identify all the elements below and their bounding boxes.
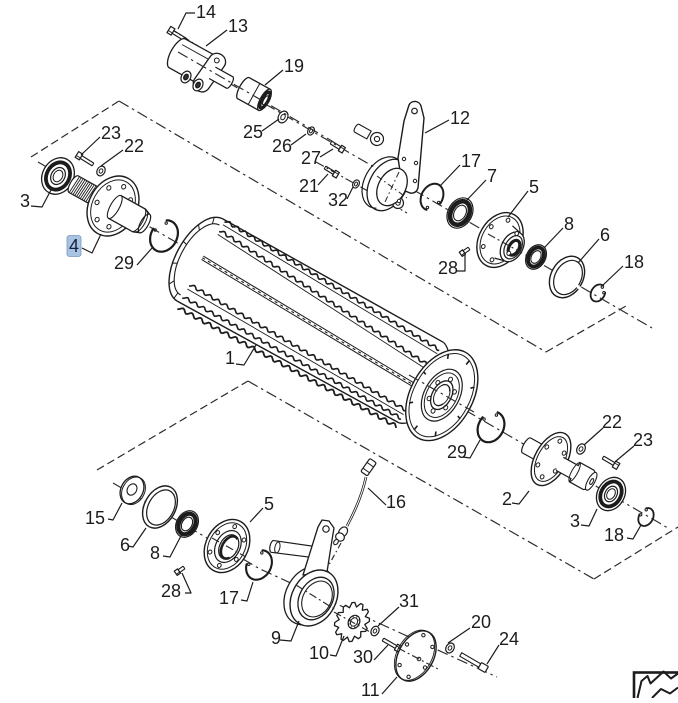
svg-text:24: 24 bbox=[499, 629, 519, 649]
svg-text:28: 28 bbox=[161, 581, 181, 601]
svg-text:5: 5 bbox=[529, 177, 539, 197]
svg-text:17: 17 bbox=[219, 588, 239, 608]
svg-text:16: 16 bbox=[386, 492, 406, 512]
svg-text:22: 22 bbox=[124, 136, 144, 156]
svg-text:10: 10 bbox=[309, 643, 329, 663]
svg-text:5: 5 bbox=[264, 494, 274, 514]
svg-text:30: 30 bbox=[353, 647, 373, 667]
svg-text:6: 6 bbox=[600, 225, 610, 245]
svg-text:2: 2 bbox=[502, 489, 512, 509]
svg-text:29: 29 bbox=[114, 253, 134, 273]
svg-text:7: 7 bbox=[487, 166, 497, 186]
svg-text:8: 8 bbox=[150, 543, 160, 563]
svg-text:18: 18 bbox=[604, 525, 624, 545]
svg-text:1: 1 bbox=[225, 348, 235, 368]
svg-text:31: 31 bbox=[399, 591, 419, 611]
svg-text:25: 25 bbox=[243, 122, 263, 142]
svg-text:15: 15 bbox=[85, 508, 105, 528]
svg-text:32: 32 bbox=[328, 190, 348, 210]
svg-text:6: 6 bbox=[120, 535, 130, 555]
svg-text:9: 9 bbox=[271, 628, 281, 648]
svg-text:8: 8 bbox=[564, 214, 574, 234]
svg-text:17: 17 bbox=[461, 151, 481, 171]
svg-text:23: 23 bbox=[633, 430, 653, 450]
svg-text:20: 20 bbox=[471, 612, 491, 632]
svg-text:29: 29 bbox=[447, 442, 467, 462]
svg-text:3: 3 bbox=[20, 191, 30, 211]
svg-text:23: 23 bbox=[101, 123, 121, 143]
svg-text:22: 22 bbox=[602, 412, 622, 432]
svg-text:13: 13 bbox=[228, 16, 248, 36]
svg-text:3: 3 bbox=[570, 511, 580, 531]
svg-text:21: 21 bbox=[299, 176, 319, 196]
svg-text:27: 27 bbox=[301, 148, 321, 168]
svg-text:28: 28 bbox=[438, 258, 458, 278]
svg-text:12: 12 bbox=[450, 108, 470, 128]
svg-text:4: 4 bbox=[69, 236, 79, 256]
svg-text:19: 19 bbox=[284, 56, 304, 76]
svg-text:26: 26 bbox=[272, 136, 292, 156]
svg-text:11: 11 bbox=[361, 680, 380, 698]
svg-text:14: 14 bbox=[196, 2, 216, 22]
svg-text:18: 18 bbox=[624, 252, 644, 272]
